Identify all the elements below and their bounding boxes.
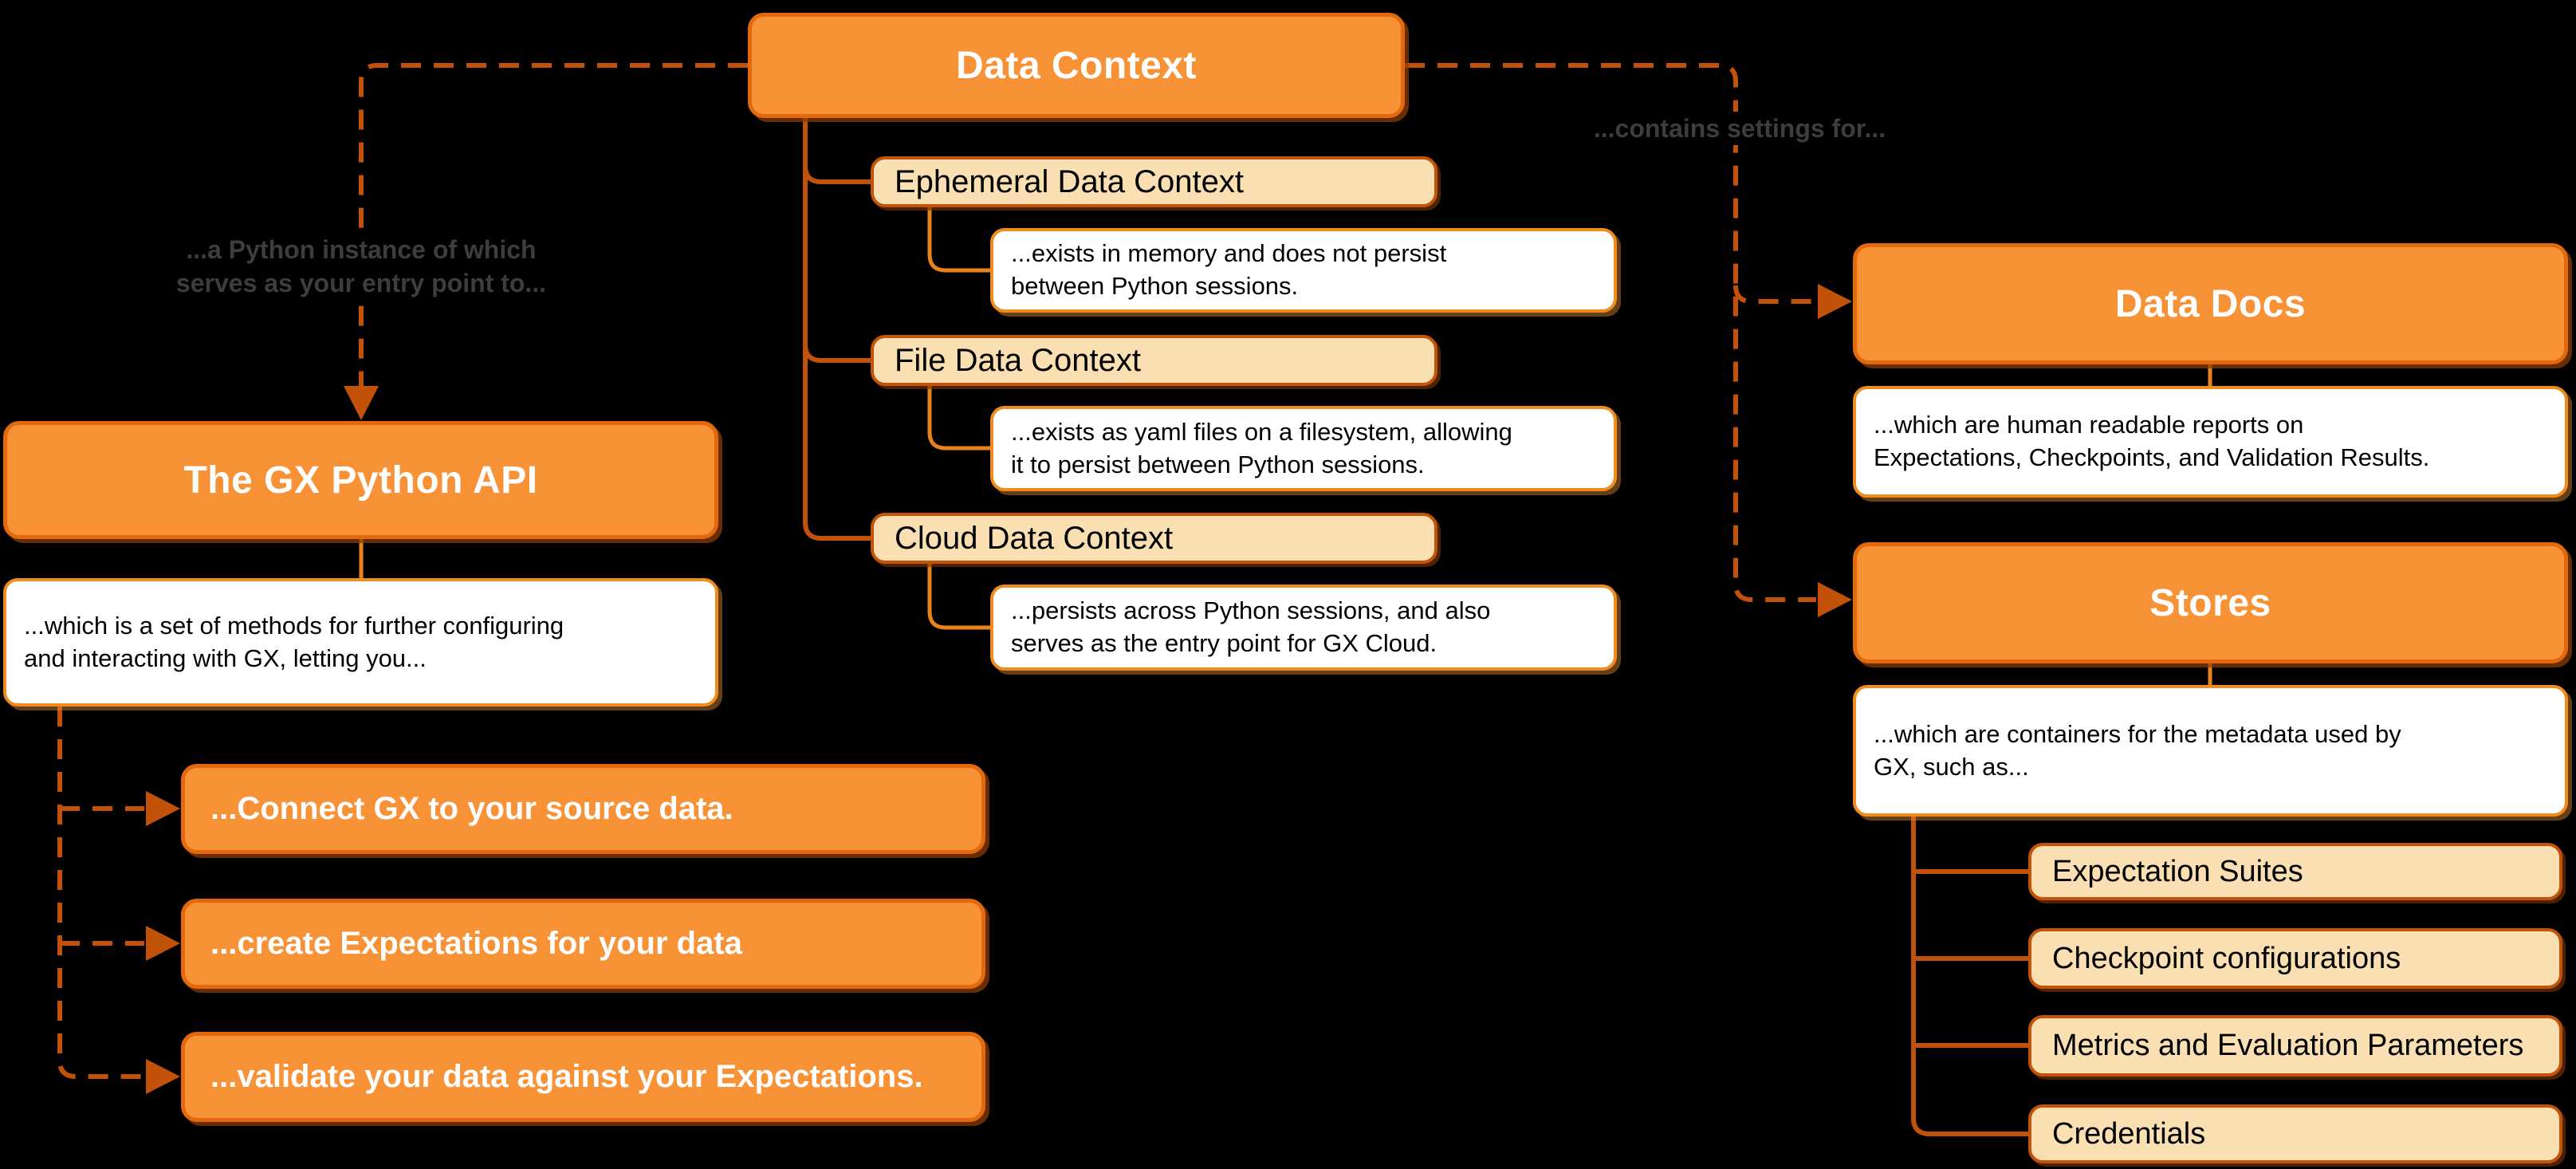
store-item-expectation-suites-label: Expectation Suites [2052, 854, 2303, 888]
edge-stores-items-trunk [1911, 817, 2028, 1136]
edge-datacontext-to-stores [1405, 63, 1816, 602]
node-file-description: ...exists as yaml files on a filesystem,… [990, 406, 1617, 491]
edge-label-python-instance: ...a Python instance of which serves as … [82, 233, 640, 301]
node-store-item-expectation-suites: Expectation Suites [2028, 843, 2562, 900]
file-description-text: ...exists as yaml files on a filesystem,… [1011, 417, 1512, 478]
node-data-docs-description: ...which are human readable reports on E… [1853, 386, 2568, 498]
edge-label-contains-settings: ...contains settings for... [1461, 112, 2019, 146]
node-data-docs: Data Docs [1853, 243, 2568, 364]
action-connect-label: ...Connect GX to your source data. [210, 791, 733, 826]
node-stores-label: Stores [2149, 581, 2271, 624]
action-validate-label: ...validate your data against your Expec… [210, 1059, 923, 1094]
cloud-description-text: ...persists across Python sessions, and … [1011, 596, 1491, 657]
edge-trunk-to-file [803, 344, 871, 363]
node-file-data-context: File Data Context [871, 335, 1437, 386]
store-item-checkpoint-configurations-label: Checkpoint configurations [2052, 941, 2401, 975]
node-stores-description: ...which are containers for the metadata… [1853, 685, 2568, 817]
node-gx-python-api: The GX Python API [3, 421, 718, 539]
arrowhead-into-stores [1818, 582, 1852, 617]
arrowhead-into-action-validate [146, 1059, 180, 1094]
node-cloud-description: ...persists across Python sessions, and … [990, 584, 1617, 671]
cloud-data-context-label: Cloud Data Context [895, 520, 1174, 556]
edge-ephemeral-to-desc [927, 207, 990, 273]
node-action-validate: ...validate your data against your Expec… [181, 1032, 985, 1122]
file-data-context-label: File Data Context [895, 342, 1142, 378]
gx-python-api-description-text: ...which is a set of methods for further… [24, 611, 564, 672]
store-item-metrics-evaluation-parameters-label: Metrics and Evaluation Parameters [2052, 1029, 2524, 1062]
arrowhead-into-action-create [146, 926, 180, 961]
node-store-item-metrics-evaluation-parameters: Metrics and Evaluation Parameters [2028, 1015, 2562, 1077]
ephemeral-data-context-label: Ephemeral Data Context [895, 163, 1245, 199]
node-data-context-label: Data Context [955, 44, 1198, 87]
arrowhead-into-datadocs [1818, 284, 1852, 319]
edge-datacontext-contexts-trunk [803, 118, 871, 541]
node-store-item-credentials: Credentials [2028, 1104, 2562, 1163]
node-stores: Stores [1853, 542, 2568, 663]
stores-description-text: ...which are containers for the metadata… [1874, 719, 2401, 781]
data-docs-description-text: ...which are human readable reports on E… [1874, 411, 2430, 471]
edge-datacontext-to-gxapi [359, 63, 748, 386]
store-item-credentials-label: Credentials [2052, 1116, 2206, 1151]
node-ephemeral-data-context: Ephemeral Data Context [871, 156, 1437, 207]
node-data-docs-label: Data Docs [2114, 282, 2307, 325]
node-gx-python-api-label: The GX Python API [183, 459, 538, 502]
node-gx-python-api-description: ...which is a set of methods for further… [3, 578, 718, 707]
edge-cloud-to-desc [927, 564, 990, 630]
node-store-item-checkpoint-configurations: Checkpoint configurations [2028, 928, 2562, 989]
action-create-label: ...create Expectations for your data [210, 926, 742, 961]
node-action-connect: ...Connect GX to your source data. [181, 764, 985, 854]
arrowhead-into-action-connect [146, 791, 180, 826]
node-action-create: ...create Expectations for your data [181, 899, 985, 989]
arrowhead-into-gxapi [344, 386, 379, 420]
edge-datacontext-to-datadocs [1733, 285, 1816, 304]
node-data-context: Data Context [748, 13, 1405, 118]
edge-file-to-desc [927, 386, 990, 451]
node-cloud-data-context: Cloud Data Context [871, 513, 1437, 564]
node-ephemeral-description: ...exists in memory and does not persist… [990, 228, 1617, 313]
edge-gxapi-actions-trunk [57, 707, 144, 1079]
ephemeral-description-text: ...exists in memory and does not persist… [1011, 239, 1447, 300]
edge-trunk-to-ephemeral [803, 165, 871, 184]
